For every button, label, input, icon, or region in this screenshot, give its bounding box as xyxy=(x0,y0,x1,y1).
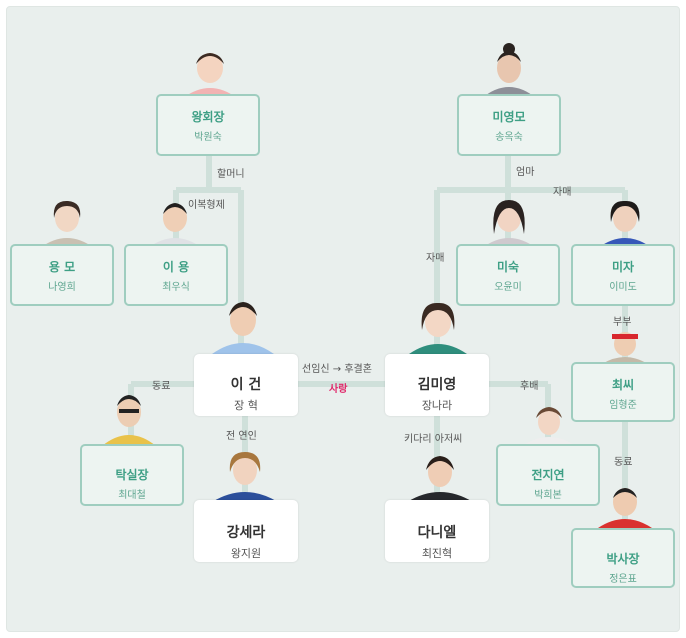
role-name: 이 건 xyxy=(230,377,262,393)
character-mimiyoung: 김미영 장나라 xyxy=(385,354,489,416)
mimiyoung-avatar-icon xyxy=(409,302,467,354)
character-mimom: 미영모 송옥숙 xyxy=(457,94,561,156)
character-misuk: 미숙 오윤미 xyxy=(456,244,560,306)
relation-grandma: 할머니 xyxy=(217,169,245,180)
role-name: 탁실장 xyxy=(115,468,149,482)
mija-avatar-icon xyxy=(598,200,652,248)
actor-name: 나영희 xyxy=(48,282,76,293)
character-daniel: 다니엘 최진혁 xyxy=(385,500,489,562)
jeon-avatar-icon xyxy=(522,407,576,446)
actor-name: 장나라 xyxy=(421,399,453,412)
relation-sisters-2: 자매 xyxy=(426,253,445,264)
role-name: 미영모 xyxy=(492,110,526,124)
character-yongmo: 용 모 나영희 xyxy=(10,244,114,306)
relation-love: 사랑 xyxy=(329,384,348,395)
character-igeon: 이 건 장 혁 xyxy=(194,354,298,416)
character-park: 박사장 정은표 xyxy=(571,528,675,588)
misuk-avatar-icon xyxy=(482,200,536,248)
actor-name: 정은표 xyxy=(609,574,637,585)
choi-avatar-icon xyxy=(602,332,648,364)
role-name: 왕회장 xyxy=(191,110,225,124)
actor-name: 오윤미 xyxy=(494,282,522,293)
relation-half-brothers: 이복형제 xyxy=(188,200,225,211)
actor-name: 이미도 xyxy=(609,282,637,293)
relation-kidari: 키다리 아저씨 xyxy=(404,434,463,445)
actor-name: 최진혁 xyxy=(421,547,453,560)
character-iyong: 이 용 최우식 xyxy=(124,244,228,306)
relation-sisters-1: 자매 xyxy=(553,187,572,198)
role-name: 박사장 xyxy=(606,552,640,566)
wang-avatar-icon xyxy=(183,53,237,98)
relation-junior: 후배 xyxy=(520,381,539,392)
role-name: 김미영 xyxy=(417,377,457,393)
relation-mom: 엄마 xyxy=(516,167,535,178)
role-name: 최씨 xyxy=(611,378,635,392)
role-name: 전지연 xyxy=(531,468,565,482)
kang-avatar-icon xyxy=(212,452,278,502)
yongmo-avatar-icon xyxy=(40,200,94,248)
character-wang: 왕회장 박원숙 xyxy=(156,94,260,156)
character-choi: 최씨 임형준 xyxy=(571,362,675,422)
actor-name: 장 혁 xyxy=(234,399,258,412)
igeon-avatar-icon xyxy=(212,302,274,354)
role-name: 강세라 xyxy=(226,525,266,541)
actor-name: 박원숙 xyxy=(194,132,222,143)
actor-name: 송옥숙 xyxy=(495,132,523,143)
role-name: 용 모 xyxy=(48,260,76,274)
relation-couple: 부부 xyxy=(613,317,632,328)
role-name: 다니엘 xyxy=(417,525,457,541)
actor-name: 왕지원 xyxy=(230,547,262,560)
character-tak: 탁실장 최대철 xyxy=(80,444,184,506)
relation-coworker-2: 동료 xyxy=(614,457,633,468)
diagram-background xyxy=(6,6,680,632)
role-name: 미자 xyxy=(611,260,635,274)
park-avatar-icon xyxy=(598,488,652,528)
role-name: 이 용 xyxy=(162,260,190,274)
mimom-avatar-icon xyxy=(482,43,536,98)
role-name: 미숙 xyxy=(496,260,520,274)
tak-avatar-icon xyxy=(102,395,156,446)
daniel-avatar-icon xyxy=(407,456,473,502)
actor-name: 최우식 xyxy=(162,282,190,293)
relation-ex-lover: 전 연인 xyxy=(226,431,257,442)
actor-name: 최대철 xyxy=(118,490,146,501)
actor-name: 임형준 xyxy=(609,400,637,411)
character-kang: 강세라 왕지원 xyxy=(194,500,298,562)
character-mija: 미자 이미도 xyxy=(571,244,675,306)
actor-name: 박희본 xyxy=(534,490,562,501)
relation-first-pregnancy: 선임신 → 후결혼 xyxy=(302,364,372,375)
character-jeon: 전지연 박희본 xyxy=(496,444,600,506)
relation-coworker-1: 동료 xyxy=(152,381,171,392)
